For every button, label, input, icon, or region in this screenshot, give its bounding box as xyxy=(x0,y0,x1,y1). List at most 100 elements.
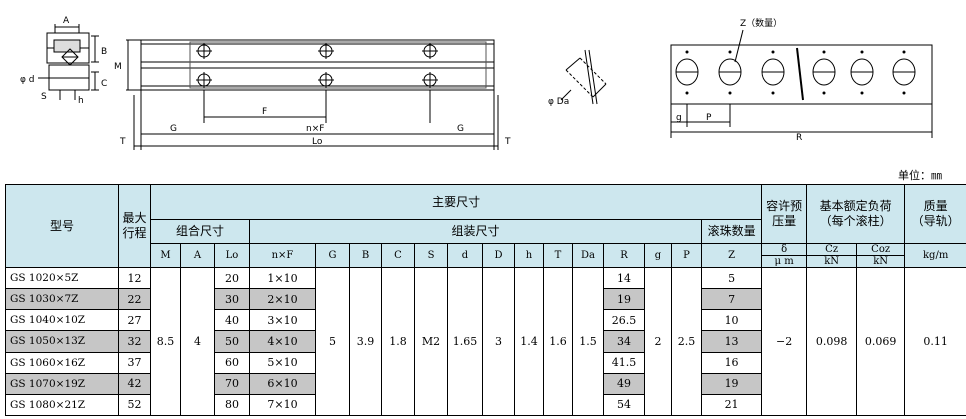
cell-nxf: 1×10 xyxy=(249,266,316,290)
label-c: C xyxy=(101,79,107,89)
cell-z: 5 xyxy=(700,266,763,290)
cell-h: 1.4 xyxy=(514,267,544,416)
cell-nxf: 7×10 xyxy=(249,393,316,417)
label-m: M xyxy=(114,62,122,72)
cell-stroke: 27 xyxy=(118,309,151,332)
col-a: A xyxy=(180,243,215,268)
cell-model: GS 1070×19Z xyxy=(5,372,119,395)
header-preload: 容许预 压量 xyxy=(761,184,808,244)
cell-g-small: 2 xyxy=(644,267,672,416)
label-t-right: T xyxy=(504,137,511,147)
header-model: 型号 xyxy=(5,184,119,268)
col-D: D xyxy=(482,243,515,268)
col-d: d xyxy=(447,243,483,268)
col-delta: δ xyxy=(761,243,808,256)
cell-r: 19 xyxy=(603,288,645,311)
label-b: B xyxy=(101,47,107,57)
cell-r: 34 xyxy=(603,330,645,353)
cell-c: 1.8 xyxy=(381,267,415,416)
col-lo: Lo xyxy=(214,243,250,268)
table-row: GS 1070×19Z 42 70 6×10 49 19 xyxy=(5,372,966,395)
col-s: S xyxy=(414,243,448,268)
cell-lo: 20 xyxy=(214,266,250,290)
header-ball-count: 滚珠数量 xyxy=(700,219,763,244)
label-lo: Lo xyxy=(312,137,323,147)
cell-d: 1.65 xyxy=(447,267,483,416)
cell-lo: 30 xyxy=(214,288,250,311)
cell-stroke: 32 xyxy=(118,330,151,353)
col-c: C xyxy=(381,243,415,268)
label-nxf: n×F xyxy=(306,124,324,134)
cell-r: 14 xyxy=(603,266,645,290)
label-z-count: Z（数量） xyxy=(740,17,782,29)
cell-z: 13 xyxy=(700,330,763,353)
cell-model: GS 1020×5Z xyxy=(5,266,119,290)
label-r: R xyxy=(796,133,802,143)
label-s: S xyxy=(41,92,47,102)
cell-r: 41.5 xyxy=(603,351,645,374)
cell-nxf: 2×10 xyxy=(249,288,316,311)
table-row: GS 1030×7Z 22 30 2×10 19 7 xyxy=(5,288,966,311)
cell-stroke: 52 xyxy=(118,393,151,417)
col-cz: Cz xyxy=(806,243,858,256)
col-g: G xyxy=(315,243,350,268)
cell-model: GS 1030×7Z xyxy=(5,288,119,311)
header-load-rating: 基本额定负荷 （每个滚柱） xyxy=(806,184,906,244)
col-delta-unit: μ m xyxy=(761,255,808,268)
label-g-small: g xyxy=(676,113,682,123)
header-main-dims: 主要尺寸 xyxy=(149,184,763,220)
cell-delta: −2 xyxy=(761,267,808,416)
table-row: GS 1020×5Z 12 8.5 4 20 1×10 5 3.9 1.8 M2… xyxy=(5,266,966,416)
cell-m: 8.5 xyxy=(150,267,181,416)
cell-stroke: 37 xyxy=(118,351,151,374)
cell-da: 1.5 xyxy=(572,267,604,416)
cell-s: M2 xyxy=(414,267,448,416)
col-t: T xyxy=(543,243,573,268)
col-g-small: g xyxy=(644,243,672,268)
table-row: GS 1080×21Z 52 80 7×10 54 21 xyxy=(5,393,966,417)
cell-cz: 0.098 xyxy=(806,267,858,416)
header-mass: 质量 （导轨） xyxy=(904,184,966,244)
col-z: Z xyxy=(700,243,763,268)
cell-z: 7 xyxy=(700,288,763,311)
col-b: B xyxy=(349,243,382,268)
table-row: GS 1060×16Z 37 60 5×10 41.5 16 xyxy=(5,351,966,374)
cell-model: GS 1060×16Z xyxy=(5,351,119,374)
cell-stroke: 12 xyxy=(118,266,151,290)
col-nxf: n×F xyxy=(249,243,316,268)
cell-mass: 0.11 xyxy=(904,267,966,416)
cell-p: 2.5 xyxy=(671,267,702,416)
header-max-stroke: 最大 行程 xyxy=(118,184,151,268)
technical-drawing: A B M C φ d S h F G n×F G T Lo T Z（数量） φ… xyxy=(20,16,933,150)
label-f: F xyxy=(262,107,267,117)
col-r: R xyxy=(603,243,645,268)
cell-model: GS 1040×10Z xyxy=(5,309,119,332)
cell-z: 19 xyxy=(700,372,763,395)
label-da: φ Da xyxy=(548,97,569,107)
cell-a: 4 xyxy=(180,267,215,416)
label-g-right: G xyxy=(457,124,464,134)
cell-r: 26.5 xyxy=(603,309,645,332)
label-t-left: T xyxy=(119,137,126,147)
cell-z: 16 xyxy=(700,351,763,374)
table-row: GS 1040×10Z 27 40 3×10 26.5 10 xyxy=(5,309,966,332)
spec-table: 型号 最大 行程 主要尺寸 容许预 压量 基本额定负荷 （每个滚柱） 质量 （导… xyxy=(5,184,966,417)
cell-lo: 60 xyxy=(214,351,250,374)
cell-nxf: 3×10 xyxy=(249,309,316,332)
cell-g: 5 xyxy=(315,267,350,416)
cell-lo: 40 xyxy=(214,309,250,332)
cell-nxf: 5×10 xyxy=(249,351,316,374)
cell-lo: 80 xyxy=(214,393,250,417)
cell-nxf: 6×10 xyxy=(249,372,316,395)
cell-stroke: 42 xyxy=(118,372,151,395)
header-assembly-dims: 组装尺寸 xyxy=(249,219,702,244)
col-coz: Coz xyxy=(856,243,906,256)
cell-r: 54 xyxy=(603,393,645,417)
label-h: h xyxy=(78,96,84,106)
cell-nxf: 4×10 xyxy=(249,330,316,353)
label-g-left: G xyxy=(170,124,177,134)
header-combined-dims: 组合尺寸 xyxy=(150,219,250,244)
cell-stroke: 22 xyxy=(118,288,151,311)
cell-lo: 70 xyxy=(214,372,250,395)
col-mass-unit: kg/m xyxy=(904,243,966,268)
